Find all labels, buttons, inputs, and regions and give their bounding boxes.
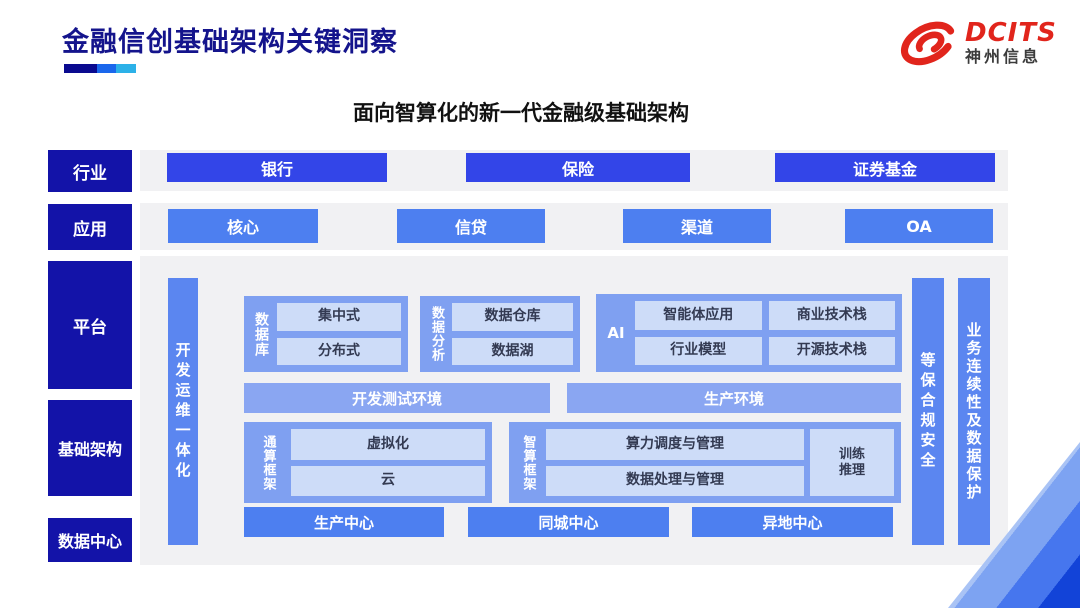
remote-center-button: 异地中心 <box>692 507 893 537</box>
underline-segment <box>64 64 97 73</box>
sidebar-item-industry: 行业 <box>48 150 132 192</box>
ai-item-open-source-stack: 开源技术栈 <box>768 336 895 365</box>
general-item-virtualization: 虚拟化 <box>291 429 485 460</box>
sidebar-item-platform: 平台 <box>48 261 132 389</box>
industry-bank: 银行 <box>167 153 387 182</box>
devops-vertical-bar: 开发运维一体化 <box>168 278 198 545</box>
industry-row: 银行 保险 证券基金 <box>140 150 1008 191</box>
ai-item-commercial-stack: 商业技术栈 <box>768 301 895 330</box>
ai-group: AI 智能体应用 商业技术栈 行业模型 开源技术栈 <box>596 294 902 372</box>
sidebar-item-infrastructure: 基础架构 <box>48 400 132 496</box>
database-group: 数据库 集中式 分布式 <box>244 296 408 372</box>
security-compliance-vertical-bar: 等保合规安全 <box>912 278 944 545</box>
underline-segment <box>97 64 116 73</box>
ai-item-agent-apps: 智能体应用 <box>635 301 762 330</box>
analytics-item-data-lake: 数据湖 <box>452 337 573 365</box>
application-row: 核心 信贷 渠道 OA <box>140 203 1008 250</box>
dcits-swirl-icon <box>900 21 955 66</box>
app-credit: 信贷 <box>397 209 545 243</box>
general-compute-group: 通算框架 虚拟化 云 <box>244 422 492 503</box>
general-item-cloud: 云 <box>291 465 485 496</box>
ai-group-label: AI <box>607 324 625 342</box>
app-core: 核心 <box>168 209 318 243</box>
intelligent-item-data-processing: 数据处理与管理 <box>546 465 804 496</box>
production-center-button: 生产中心 <box>244 507 444 537</box>
data-analytics-group-label: 数据分析 <box>429 306 444 362</box>
inference-line: 推理 <box>838 462 865 478</box>
database-item-centralized: 集中式 <box>277 303 401 331</box>
company-name: 神州信息 <box>965 47 1042 67</box>
training-inference-box: 训练 推理 <box>810 429 894 496</box>
ai-item-industry-models: 行业模型 <box>635 336 762 365</box>
title-underline <box>64 64 136 73</box>
architecture-panel: 开发运维一体化 等保合规安全 业务连续性及数据保护 数据库 集中式 分布式 数据… <box>140 256 1008 565</box>
general-compute-group-label: 通算框架 <box>260 434 276 491</box>
production-environment-bar: 生产环境 <box>567 383 901 413</box>
diagram-title: 面向智算化的新一代金融级基础架构 <box>353 101 689 125</box>
database-item-distributed: 分布式 <box>277 337 401 365</box>
app-oa: OA <box>845 209 993 243</box>
industry-securities-funds: 证券基金 <box>775 153 995 182</box>
brand-name: DCITS <box>965 17 1057 48</box>
app-channel: 渠道 <box>623 209 771 243</box>
same-city-center-button: 同城中心 <box>468 507 669 537</box>
intelligent-compute-group: 智算框架 算力调度与管理 数据处理与管理 训练 推理 <box>509 422 901 503</box>
sidebar-item-data-center: 数据中心 <box>48 518 132 562</box>
intelligent-item-compute-scheduling: 算力调度与管理 <box>546 429 804 460</box>
business-continuity-vertical-bar: 业务连续性及数据保护 <box>958 278 990 545</box>
industry-insurance: 保险 <box>466 153 690 182</box>
database-group-label: 数据库 <box>253 311 269 357</box>
training-line: 训练 <box>838 446 865 462</box>
sidebar-item-application: 应用 <box>48 204 132 250</box>
data-analytics-group: 数据分析 数据仓库 数据湖 <box>420 296 580 372</box>
analytics-item-data-warehouse: 数据仓库 <box>452 303 573 331</box>
page-title: 金融信创基础架构关键洞察 <box>62 27 398 58</box>
underline-segment <box>116 64 136 73</box>
dcits-logo: DCITS 神州信息 <box>898 18 1057 68</box>
dev-test-environment-bar: 开发测试环境 <box>244 383 550 413</box>
intelligent-compute-group-label: 智算框架 <box>520 434 536 491</box>
